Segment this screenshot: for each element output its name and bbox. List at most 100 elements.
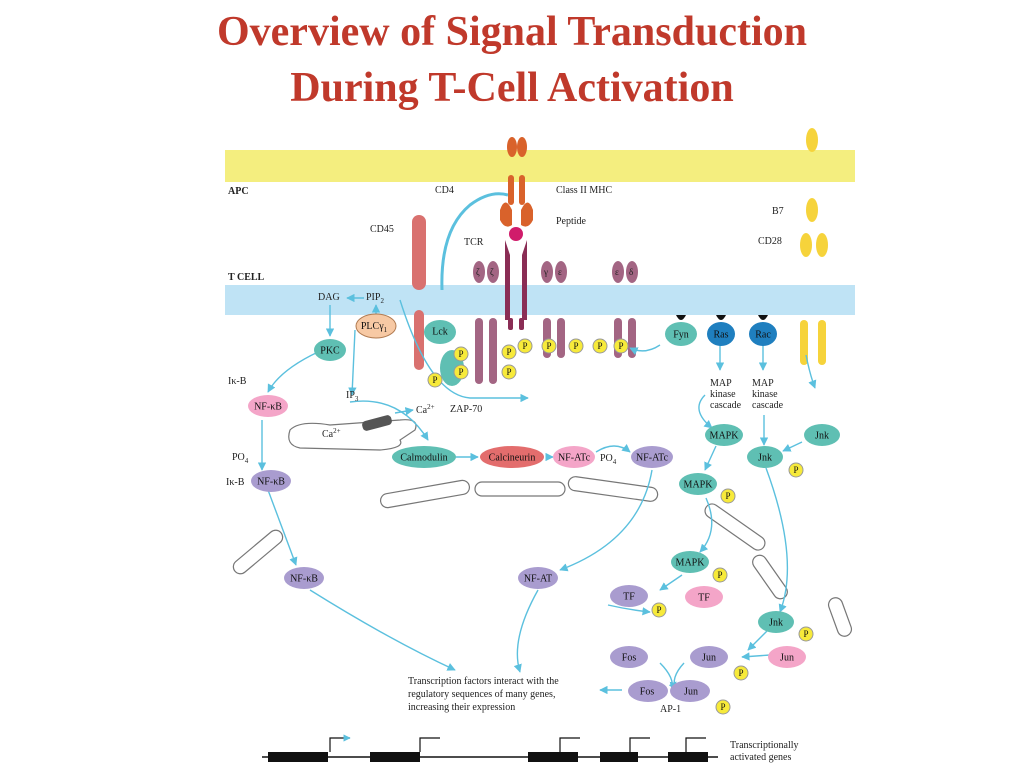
- cd45-receptor: [412, 215, 426, 290]
- fos-label-2: Fos: [640, 686, 655, 697]
- nfatc-label-2: NF-ATc: [636, 452, 669, 463]
- apc-label: APC: [228, 186, 249, 197]
- fos-label-1: Fos: [622, 652, 637, 663]
- note-line-2: regulatory sequences of many genes,: [408, 689, 555, 700]
- nfkb-label-2: NF-κB: [257, 476, 285, 487]
- nfkb-node-2: [251, 470, 291, 492]
- tf-label-2: TF: [698, 592, 710, 603]
- nfkb-label-1: NF-κB: [254, 401, 282, 412]
- class-ii-mhc: [500, 137, 533, 227]
- jnk-label-3: Jnk: [769, 617, 783, 628]
- pip2-label: PIP2: [366, 292, 384, 305]
- mapk-label-3: MAPK: [676, 557, 706, 568]
- nfat-node: [518, 567, 558, 589]
- jun-node-1: [690, 646, 728, 668]
- class-ii-mhc-label: Class II MHC: [556, 185, 612, 196]
- lck-label: Lck: [432, 326, 448, 337]
- mapk-node-1: [705, 424, 743, 446]
- gene-block: [600, 752, 638, 762]
- svg-text:P: P: [656, 605, 661, 615]
- po4-left-label: PO4: [232, 452, 249, 465]
- fyn-label: Fyn: [673, 329, 689, 340]
- nfkb-node-1: [248, 395, 288, 417]
- svg-text:P: P: [506, 367, 511, 377]
- cd45-label: CD45: [370, 224, 394, 235]
- gene-block: [268, 752, 328, 762]
- svg-text:P: P: [506, 347, 511, 357]
- fyn-anchor: [676, 315, 686, 320]
- epsilon1-label: ε: [558, 267, 562, 277]
- gene-block: [528, 752, 578, 762]
- ras-label: Ras: [714, 329, 729, 340]
- zeta2-label: ζ: [490, 267, 494, 277]
- ikb-bottom-label: Iκ-B: [226, 477, 245, 488]
- jun-label-3: Jun: [684, 686, 698, 697]
- calmodulin-node: [392, 446, 456, 468]
- jnk-label-1: Jnk: [815, 430, 829, 441]
- activated-genes-line-1: Transcriptionally: [730, 740, 799, 751]
- svg-text:P: P: [793, 465, 798, 475]
- pkc-node: [314, 339, 346, 361]
- ras-node: [707, 322, 735, 346]
- plc-gamma1-label: PLCγ1: [361, 321, 388, 333]
- peptide: [509, 227, 523, 241]
- phosphate: P: [453, 346, 469, 362]
- phosphate: P: [541, 338, 557, 354]
- lck-node: [424, 320, 456, 344]
- jnk-node-2: [747, 446, 783, 468]
- phosphate: P: [501, 344, 517, 360]
- calcineurin-label: Calcineurin: [489, 452, 536, 463]
- pkc-label: PKC: [320, 345, 340, 356]
- phosphate: P: [517, 338, 533, 354]
- note-line-1: Transcription factors interact with the: [408, 676, 559, 687]
- tcell-label: T CELL: [228, 272, 265, 283]
- mapk-label-2: MAPK: [684, 479, 714, 490]
- jun-label-2: Jun: [780, 652, 794, 663]
- phosphate: P: [592, 338, 608, 354]
- zap70-label: ZAP-70: [450, 404, 482, 415]
- mapk-label-1: MAPK: [710, 430, 740, 441]
- nuclear-envelope: [232, 476, 853, 637]
- delta-label: δ: [629, 267, 633, 277]
- slide-title-line1: Overview of Signal Transduction: [217, 9, 807, 55]
- ca-er-label: Ca2+: [322, 427, 341, 440]
- tf-label-1: TF: [623, 591, 635, 602]
- ca-cyto-label: Ca2+: [416, 403, 435, 416]
- fyn-node: [665, 322, 697, 346]
- ip3-label: IP3: [346, 390, 359, 403]
- nfatc-label-1: NF-ATc: [558, 452, 591, 463]
- nfatc-node-1: [553, 446, 595, 468]
- ikb-top-label: Iκ-B: [228, 376, 247, 387]
- nfkb-label-3: NF-κB: [290, 573, 318, 584]
- phosphate: P: [501, 364, 517, 380]
- phosphate: P: [651, 602, 667, 618]
- svg-text:P: P: [738, 668, 743, 678]
- svg-text:P: P: [803, 629, 808, 639]
- phosphate: P: [453, 364, 469, 380]
- svg-text:P: P: [717, 570, 722, 580]
- jnk-node-1: [804, 424, 840, 446]
- activated-genes-line-2: activated genes: [730, 752, 791, 763]
- fos-node-2: [628, 680, 668, 702]
- rac-label: Rac: [755, 329, 771, 340]
- svg-text:P: P: [618, 341, 623, 351]
- svg-text:P: P: [720, 702, 725, 712]
- svg-text:P: P: [458, 349, 463, 359]
- phosphate: P: [788, 462, 804, 478]
- b7-cd28: [800, 128, 828, 365]
- dag-label: DAG: [318, 292, 340, 303]
- jun-label-1: Jun: [702, 652, 716, 663]
- slide-title-line2: During T-Cell Activation: [290, 65, 734, 111]
- mapk-node-3: [671, 551, 709, 573]
- phosphate: P: [798, 626, 814, 642]
- svg-text:P: P: [546, 341, 551, 351]
- b7-label: B7: [772, 206, 784, 217]
- svg-text:P: P: [597, 341, 602, 351]
- fos-node-1: [610, 646, 648, 668]
- jun-node-3: [670, 680, 710, 702]
- endoplasmic-reticulum: [288, 419, 417, 451]
- svg-text:P: P: [522, 341, 527, 351]
- nfat-label: NF-AT: [524, 573, 552, 584]
- mapk-node-2: [679, 473, 717, 495]
- tf-node-2: [685, 586, 723, 608]
